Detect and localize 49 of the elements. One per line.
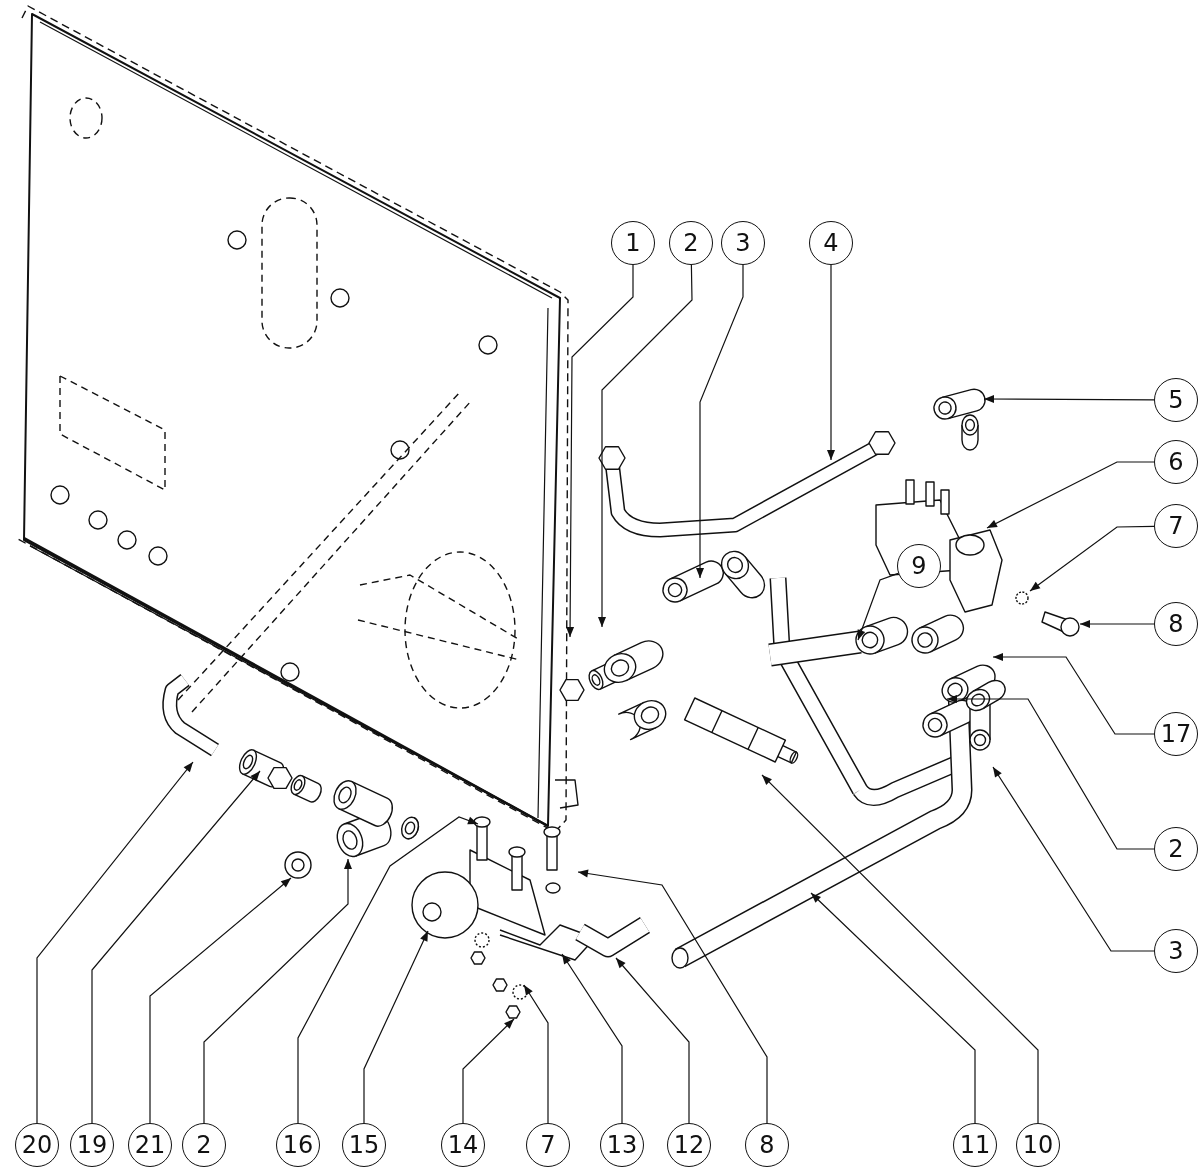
- leader-line: [91, 770, 261, 1124]
- leader-line: [523, 984, 549, 1124]
- callout-number: 19: [70, 1123, 114, 1167]
- leader-line: [615, 957, 690, 1124]
- callout-number: 17: [1154, 712, 1198, 756]
- callout-number: 7: [526, 1123, 570, 1167]
- leader-line: [566, 264, 634, 638]
- leader-line: [297, 816, 479, 1124]
- leader-line: [827, 264, 835, 461]
- callout-number: 3: [721, 221, 765, 265]
- callout-number: 4: [809, 221, 853, 265]
- callout-number: 13: [600, 1123, 644, 1167]
- callout-number: 8: [745, 1123, 789, 1167]
- leader-line: [363, 930, 429, 1124]
- callout-number: 2: [669, 221, 713, 265]
- callout-number: 16: [276, 1123, 320, 1167]
- leader-line: [992, 653, 1155, 735]
- callout-number: 6: [1154, 440, 1198, 484]
- leader-line: [761, 774, 1039, 1124]
- callout-number: 7: [1154, 504, 1198, 548]
- callout-number: 1: [611, 221, 655, 265]
- leader-line: [1079, 620, 1155, 628]
- leader-line: [983, 395, 1155, 404]
- leader-line: [810, 892, 976, 1124]
- leader-line: [1029, 525, 1155, 592]
- callout-number: 8: [1154, 602, 1198, 646]
- leader-line: [696, 264, 744, 579]
- leader-line: [857, 572, 899, 641]
- callout-number: 3: [1154, 929, 1198, 973]
- callout-number: 20: [15, 1123, 59, 1167]
- leader-line: [992, 766, 1155, 952]
- callout-number: 21: [128, 1123, 172, 1167]
- leader-line: [36, 761, 194, 1124]
- leader-line: [986, 461, 1155, 529]
- callout-number: 11: [953, 1123, 997, 1167]
- callout-number: 12: [667, 1123, 711, 1167]
- leader-line: [561, 953, 623, 1124]
- callout-number: 14: [441, 1123, 485, 1167]
- callout-number: 5: [1154, 378, 1198, 422]
- leader-line: [577, 869, 768, 1124]
- leader-line: [946, 695, 1155, 850]
- callout-number: 2: [1154, 827, 1198, 871]
- leader-line: [462, 1018, 515, 1124]
- callout-number: 15: [342, 1123, 386, 1167]
- leader-line: [149, 877, 292, 1124]
- callout-number: 10: [1016, 1123, 1060, 1167]
- leader-line: [598, 264, 693, 628]
- callout-number: 2: [182, 1123, 226, 1167]
- leader-line: [203, 858, 352, 1124]
